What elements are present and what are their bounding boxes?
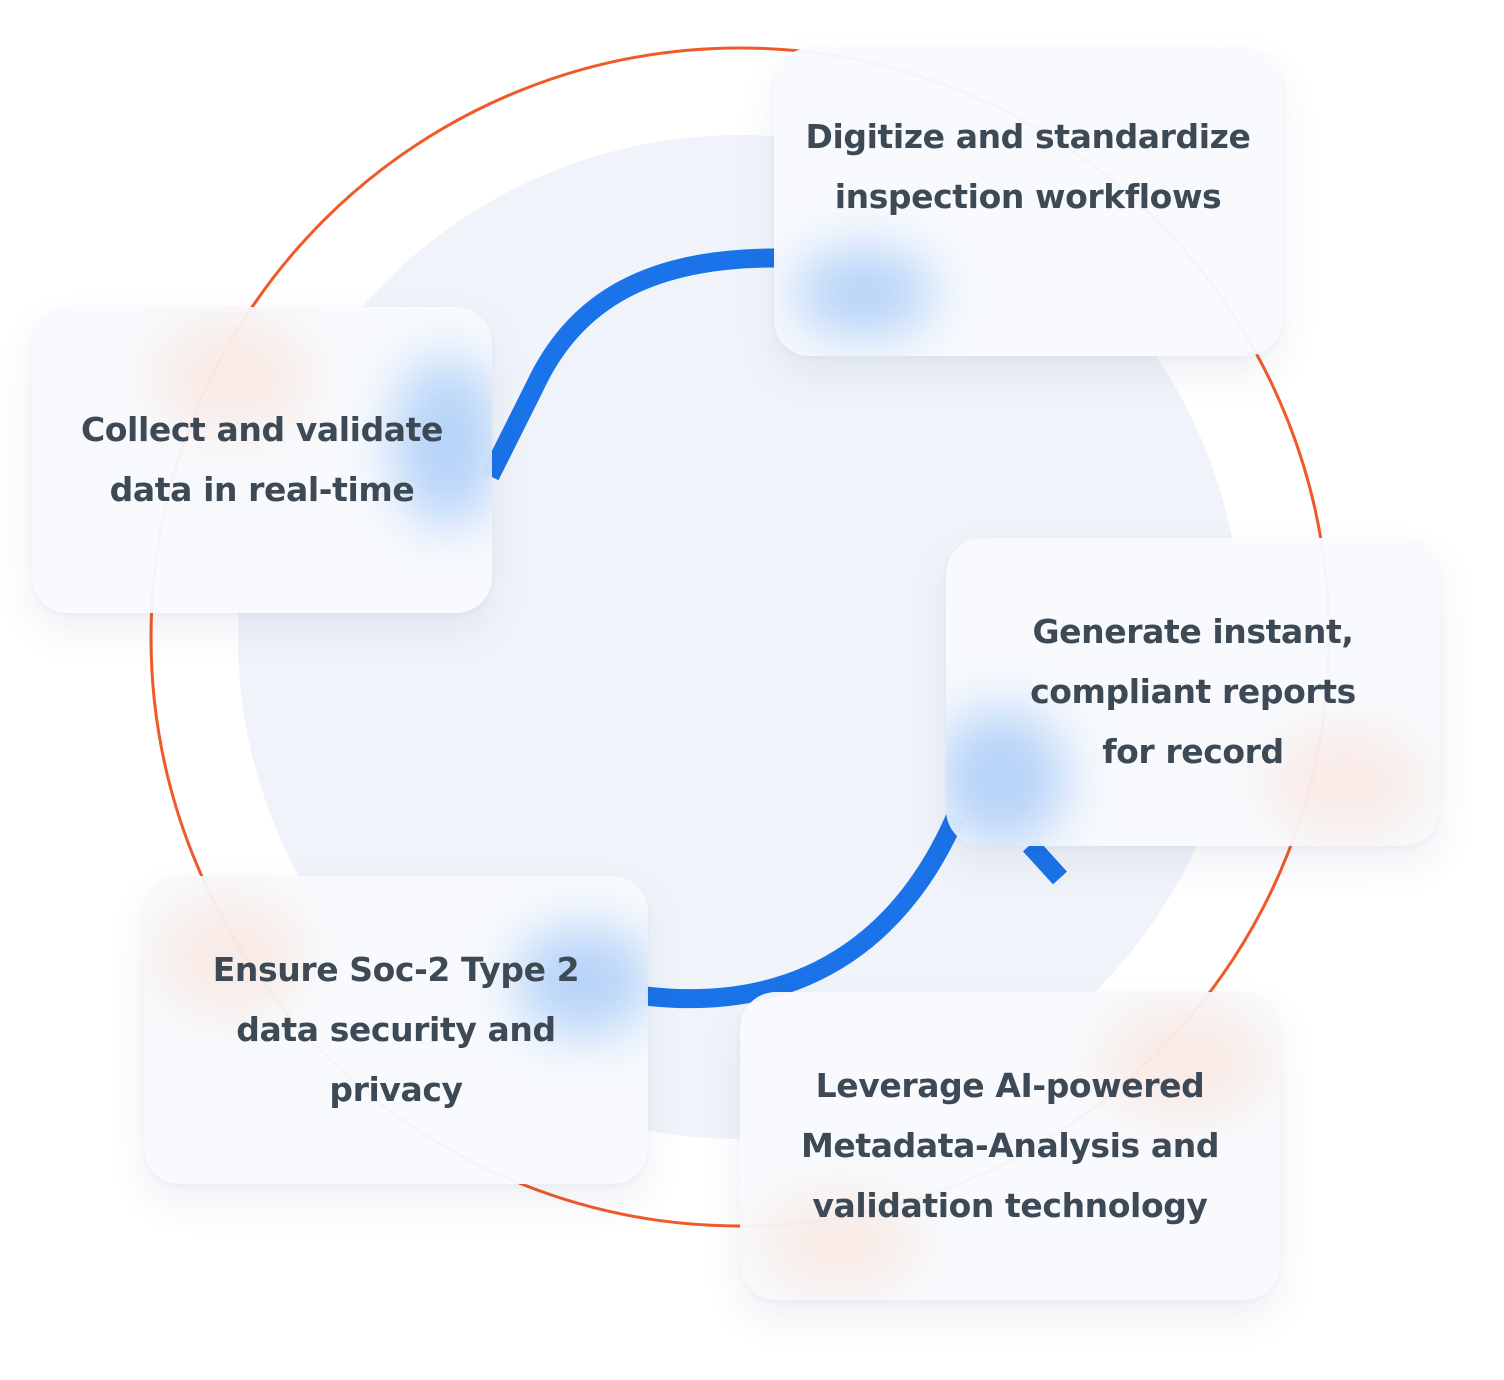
card-leverage-text: Leverage AI-powered Metadata-Analysis an… <box>800 1066 1220 1225</box>
flow-line-top <box>481 248 776 481</box>
card-collect: Collect and validate data in real-time <box>32 307 492 613</box>
card-leverage: Leverage AI-powered Metadata-Analysis an… <box>740 992 1280 1300</box>
card-generate-text: Generate instant, compliant reports for … <box>1030 612 1356 771</box>
flow-line-bottom <box>643 814 964 1009</box>
flow-line-end <box>1022 838 1068 885</box>
card-digitize-text: Digitize and standardize inspection work… <box>805 117 1251 216</box>
card-ensure: Ensure Soc-2 Type 2 data security and pr… <box>144 876 648 1184</box>
card-digitize: Digitize and standardize inspection work… <box>774 48 1282 356</box>
card-collect-text: Collect and validate data in real-time <box>80 410 444 509</box>
card-generate: Generate instant, compliant reports for … <box>946 538 1440 846</box>
card-ensure-text: Ensure Soc-2 Type 2 data security and pr… <box>212 950 580 1109</box>
card-glow <box>794 248 934 338</box>
